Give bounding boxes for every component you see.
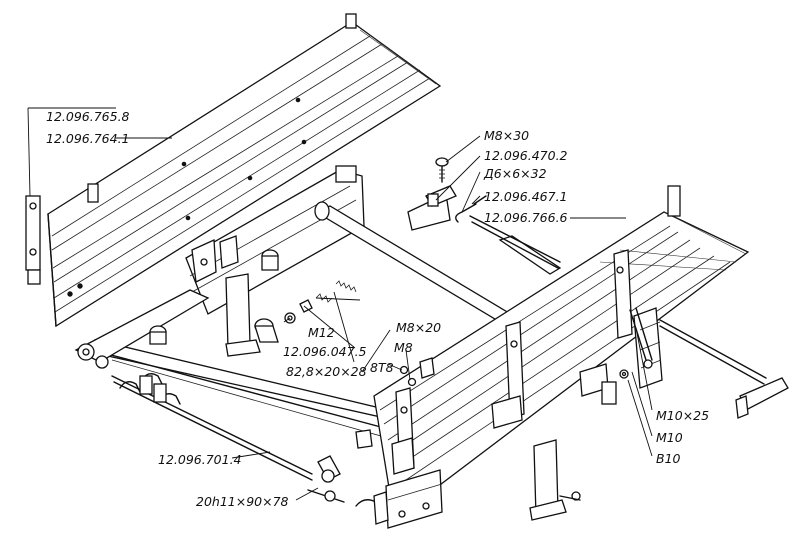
rear-hinge-knuckles [307, 455, 381, 513]
label-m10x25: М10×25 [656, 408, 709, 423]
label-20h11x90x78: 20h11×90×78 [196, 494, 289, 509]
bolt-spring-set [284, 280, 357, 324]
label-b10: В10 [656, 451, 681, 466]
label-12096047: 12.096.047.5 [283, 344, 367, 359]
corner-post [373, 469, 443, 529]
label-12096764: 12.096.764.1 [46, 131, 130, 146]
tie-rod-right [659, 319, 789, 419]
label-12096467: 12.096.467.1 [484, 189, 568, 204]
right-side-board [355, 185, 750, 507]
label-12096470: 12.096.470.2 [484, 148, 568, 163]
label-m10: М10 [656, 430, 683, 445]
part-labels: 12.096.765.8 12.096.764.1 М8×30 12.096.4… [46, 109, 709, 509]
label-m8: М8 [394, 340, 413, 355]
floor-frame [74, 165, 562, 481]
leader-lines [27, 107, 653, 501]
label-8t8: 8Т8 [370, 360, 394, 375]
label-d6x6x32: Д6×6×32 [483, 166, 547, 181]
label-12096766: 12.096.766.6 [484, 210, 568, 225]
left-side-board [47, 13, 442, 328]
rod-12096467 [469, 215, 561, 269]
label-12096701: 12.096.701.4 [158, 452, 242, 467]
small-hardware [399, 365, 629, 387]
label-m8x30: М8×30 [484, 128, 529, 143]
hinge-plate [25, 195, 41, 285]
label-m8x20: М8×20 [396, 320, 441, 335]
bracket-12096470 [407, 157, 457, 231]
locking-lever [629, 307, 653, 369]
cotter-pin [455, 195, 487, 223]
label-82-8x20x28: 82,8×20×28 [286, 364, 367, 379]
label-m12: М12 [308, 325, 335, 340]
right-support-stand [529, 439, 581, 521]
label-12096765: 12.096.765.8 [46, 109, 130, 124]
